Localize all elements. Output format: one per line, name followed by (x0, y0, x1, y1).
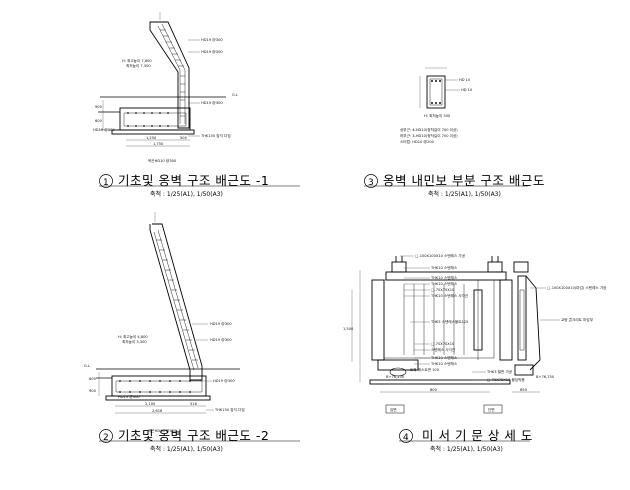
panel-2-gl: G.L (84, 364, 90, 368)
panel-4-drawing (351, 255, 560, 414)
panel-2-drawing (96, 212, 240, 414)
panel-4-elev-1: B+76,250 (386, 375, 405, 379)
panel-2-dim-5: 900 (89, 389, 97, 393)
panel-3-mid-bar: HD 10 (461, 88, 473, 92)
panel-3-note-3: 스터럽: HD10 @200 (400, 139, 435, 144)
panel-2-height-note-1: H: 최고높이 4,800 (118, 334, 148, 339)
panel-1-height-note-1: H: 최고높이 7,800 (122, 58, 152, 63)
panel-2-footing-bar: HD19 @300 (118, 395, 140, 399)
panel-3-drawing (419, 67, 460, 109)
panel-4-label-14: 교량 콘크리트 마감부 (561, 317, 594, 322)
panel-4-number-circle (399, 429, 413, 443)
panel-2-rebar-a: HD19 @300 (210, 322, 232, 326)
panel-2-dim-2: 516 (190, 402, 198, 406)
panel-3-note-1: 상부근: 4-HD10(정착길이 700 이상) (400, 127, 458, 132)
panel-2-rebar-b: HD19 @300 (210, 338, 232, 342)
panel-4-label-4: THK10 스텐레스 (430, 281, 458, 286)
panel-2-footing-note: 옥곤HD10 @300 (148, 429, 177, 433)
panel-1-dim-3: 1,750 (153, 142, 164, 146)
panel-4-label-9: 스텐레스 사각관 (431, 347, 456, 352)
panel-3-number: 3 (368, 178, 374, 188)
panel-1-gl: G.L (232, 93, 238, 97)
panel-4-label-5: □-70X70X10 (431, 288, 455, 292)
panel-4-dim-w: 800 (430, 388, 438, 392)
panel-1-dim-1: 1,250 (146, 136, 157, 140)
panel-2-rebar-c: HD19 @300 (213, 379, 235, 383)
panel-4-title: 미 서 기 문 상 세 도 (422, 428, 533, 443)
panel-4-label-2: THK10 스텐레스 (430, 265, 458, 270)
panel-2-dim-1: 2,100 (145, 402, 156, 406)
panel-1-footing-mat: THK150 잡석 다짐 (200, 133, 231, 138)
panel-3-note-2: 하부근: 3-HD10(정착길이 700 이상) (400, 133, 458, 138)
panel-4-elev-2: B+76,750 (536, 375, 555, 379)
panel-2-dim-4: 600 (89, 377, 97, 381)
panel-4-label-10: THK10 스텐레스 (430, 355, 458, 360)
panel-1-rebar-a: HD19 @300 (201, 38, 223, 42)
panel-1-footing-bar: HD19 @300 (93, 128, 115, 132)
panel-4-label-13: □-100X100X10(마감) 스텐레스 가공 (547, 285, 607, 290)
panel-2-dim-3: 2,616 (152, 409, 163, 413)
panel-4-label-15: THK3 철판 가공 (486, 369, 513, 374)
panel-1-drawing (98, 12, 226, 147)
panel-4-dim-w2: 650 (520, 388, 528, 392)
panel-2-height-note-2: 최저높이 3,300 (122, 339, 147, 344)
panel-4-label-11: THK10 스텐레스 (430, 361, 458, 366)
panel-2-number-circle (99, 429, 113, 443)
panel-4-front-label: 입면 (390, 407, 397, 412)
panel-4-label-12: 토목 레스트판 100 (410, 367, 440, 372)
panel-1-number-circle (99, 174, 113, 188)
panel-2-footing-mat: THK150 잡석 다짐 (214, 407, 245, 412)
panel-4-number: 4 (403, 433, 409, 443)
panel-1-rebar-b: HD19 @300 (201, 50, 223, 54)
panel-1-footing-note: 옥곤HD10 @300 (148, 159, 177, 163)
panel-4-label-6: THK10 스텐레스 사각관 (430, 293, 469, 298)
panel-4-label-1: □-100X100X10 스텐레스 가공 (415, 253, 466, 258)
panel-3-title: 옹벽 내민보 부분 구조 배근도 (383, 173, 545, 188)
panel-1-dim-2: 500 (180, 136, 188, 140)
panel-4-side-label: 단면 (488, 407, 495, 412)
panel-4-dim-h: 1,500 (343, 327, 354, 331)
panel-1-dim-4: 900 (95, 105, 103, 109)
panel-1-number: 1 (103, 178, 109, 188)
panel-2-title: 기초및 옹벽 구조 배근도 -2 (118, 428, 269, 443)
panel-2-number: 2 (103, 433, 109, 443)
panel-1-rebar-c: HD19 @300 (201, 101, 223, 105)
panel-1-title: 기초및 옹벽 구조 배근도 -1 (118, 173, 269, 188)
panel-4-scale: 축척 : 1/25(A1), 1/50(A3) (430, 445, 503, 453)
panel-3-top-bar: HD 10 (459, 78, 471, 82)
panel-2-scale: 축척 : 1/25(A1), 1/50(A3) (150, 445, 223, 453)
panel-1-height-note-2: 최저높이 7,300 (126, 63, 151, 68)
panel-3-scale: 축척 : 1/25(A1), 1/50(A3) (428, 190, 501, 198)
panel-3-number-circle (364, 174, 378, 188)
panel-4-label-16: □-70X70X10 볼딩박음 (487, 377, 525, 382)
panel-4-label-8: □-70X70X10 (431, 342, 455, 346)
panel-1-dim-5: 600 (95, 119, 103, 123)
panel-4-label-7: THK5 스텐레스볼트125 (430, 319, 468, 324)
panel-4-label-3: THK10 스텐레스 (430, 275, 458, 280)
panel-1-scale: 축척 : 1/25(A1), 1/50(A3) (150, 190, 223, 198)
panel-3-bottom-label: H: 최저높이 300 (424, 113, 451, 118)
